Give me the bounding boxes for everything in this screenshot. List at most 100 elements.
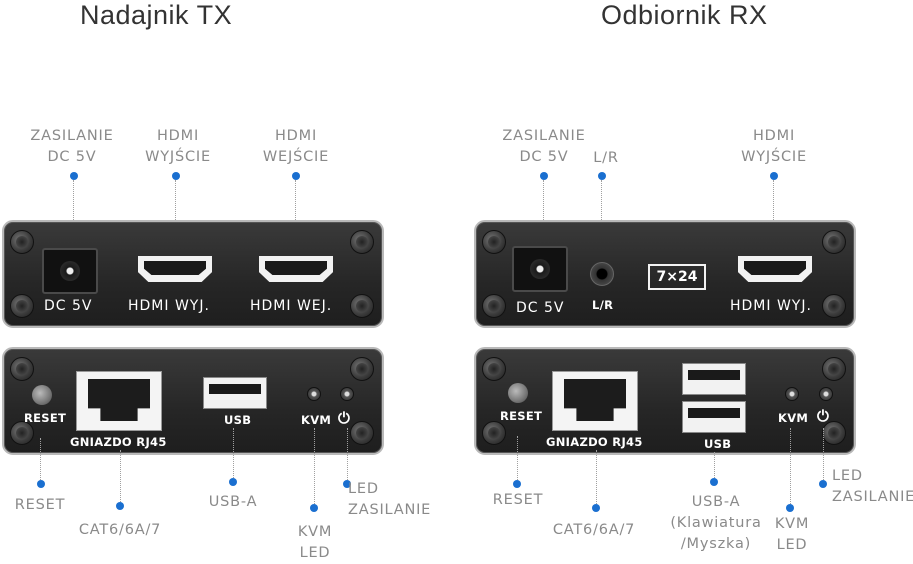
- power-led-icon: [340, 387, 354, 401]
- hdmi-port-icon: [738, 256, 812, 282]
- tx-power-callout: ZASILANIE DC 5V: [30, 128, 114, 165]
- hdmi-port-icon: [259, 256, 333, 282]
- tx-reset-callout: RESET: [14, 497, 66, 513]
- tx-hdmi-out-callout: HDMI WYJŚCIE: [145, 128, 211, 165]
- rx-hdmi-out-leader: [773, 180, 774, 256]
- rx-usb-leader: [714, 452, 715, 480]
- dc-jack-icon: [42, 248, 98, 294]
- rx-kvm-label: KVM: [778, 411, 809, 425]
- tx-usb-label: USB: [224, 413, 252, 427]
- screw-icon: [482, 230, 506, 254]
- rx-title: Odbiornik RX: [601, 0, 768, 30]
- rx-lr-leader: [601, 180, 602, 254]
- rx-front-panel: DC 5V L/R 7×24 HDMI WYJ.: [474, 220, 856, 328]
- screw-icon: [822, 421, 846, 445]
- tx-usb-dot: [229, 478, 237, 486]
- rx-power-leader: [543, 180, 544, 248]
- rx-rj45-label: GNIAZDO RJ45: [546, 435, 643, 449]
- rx-7x24-badge: 7×24: [648, 264, 706, 290]
- tx-reset-label: RESET: [24, 411, 67, 425]
- screw-icon: [10, 294, 34, 318]
- tx-reset-leader: [40, 438, 41, 482]
- screw-icon: [350, 294, 374, 318]
- screw-icon: [10, 230, 34, 254]
- rx-reset-callout: RESET: [492, 492, 544, 508]
- tx-cat-leader: [120, 450, 121, 502]
- power-led-icon: [819, 387, 833, 401]
- rj45-port-icon: [552, 371, 638, 431]
- hdmi-port-icon: [138, 256, 212, 282]
- screw-icon: [822, 294, 846, 318]
- tx-usb-leader: [233, 428, 234, 480]
- rx-lr-callout: L/R: [593, 150, 619, 166]
- rx-reset-dot: [513, 480, 521, 488]
- tx-back-panel: RESET GNIAZDO RJ45 USB KVM ⏻: [2, 347, 384, 455]
- tx-led-dot: [343, 480, 351, 488]
- tx-rj45-label: GNIAZDO RJ45: [70, 435, 167, 449]
- kvm-led-icon: [785, 387, 799, 401]
- screw-icon: [482, 421, 506, 445]
- tx-hdmi-in-label: HDMI WEJ.: [250, 298, 333, 314]
- rx-kvm-leader: [790, 428, 791, 504]
- tx-title: Nadajnik TX: [80, 0, 233, 30]
- tx-kvm-label: KVM: [301, 413, 332, 427]
- reset-button-icon: [508, 383, 528, 403]
- rx-led-dot: [819, 480, 827, 488]
- tx-hdmi-out-label: HDMI WYJ.: [128, 298, 210, 314]
- rx-power-callout: ZASILANIE DC 5V: [502, 128, 586, 165]
- kvm-led-icon: [307, 387, 321, 401]
- tx-kvm-dot: [310, 504, 318, 512]
- dc-jack-icon: [512, 246, 568, 292]
- rx-kvm-dot: [786, 504, 794, 512]
- rx-reset-label: RESET: [500, 409, 543, 423]
- screw-icon: [10, 421, 34, 445]
- tx-led-callout: LED ZASILANIE: [348, 481, 432, 518]
- screw-icon: [350, 357, 374, 381]
- rx-lr-dot: [598, 172, 606, 180]
- tx-kvm-callout: KVM LED: [297, 524, 333, 561]
- tx-led-leader: [347, 428, 348, 480]
- tx-power-dot: [70, 172, 78, 180]
- screw-icon: [10, 357, 34, 381]
- rx-reset-leader: [517, 436, 518, 480]
- tx-dc-label: DC 5V: [44, 298, 93, 314]
- audio-jack-icon: [590, 262, 614, 286]
- rx-hdmi-out-dot: [770, 172, 778, 180]
- tx-hdmi-in-callout: HDMI WEJŚCIE: [262, 128, 330, 165]
- rx-dc-label: DC 5V: [516, 300, 565, 316]
- rx-usb-callout: USB-A (Klawiatura /Myszka): [670, 494, 762, 552]
- tx-front-panel: DC 5V HDMI WYJ. HDMI WEJ.: [2, 220, 384, 328]
- rx-lr-label: L/R: [592, 298, 614, 312]
- tx-reset-dot: [37, 480, 45, 488]
- screw-icon: [822, 230, 846, 254]
- rx-led-leader: [823, 428, 824, 480]
- tx-power-leader: [73, 180, 74, 248]
- rx-usb-label: USB: [704, 437, 732, 451]
- rx-usb-dot: [710, 478, 718, 486]
- rx-hdmi-out-label: HDMI WYJ.: [730, 298, 812, 314]
- usb-port-icon: [682, 401, 746, 433]
- tx-kvm-leader: [314, 428, 315, 504]
- screw-icon: [482, 294, 506, 318]
- screw-icon: [822, 357, 846, 381]
- rx-power-dot: [540, 172, 548, 180]
- rx-cat-leader: [596, 450, 597, 504]
- screw-icon: [482, 357, 506, 381]
- rx-kvm-callout: KVM LED: [774, 516, 810, 553]
- screw-icon: [350, 230, 374, 254]
- tx-cat-dot: [116, 502, 124, 510]
- rx-back-panel: RESET GNIAZDO RJ45 USB KVM ⏻: [474, 347, 856, 455]
- tx-hdmi-out-dot: [172, 172, 180, 180]
- tx-cat-callout: CAT6/6A/7: [78, 522, 162, 538]
- rx-cat-callout: CAT6/6A/7: [552, 522, 636, 538]
- screw-icon: [350, 421, 374, 445]
- rx-led-callout: LED ZASILANIE: [832, 468, 913, 505]
- usb-port-icon: [203, 377, 267, 409]
- tx-hdmi-in-dot: [292, 172, 300, 180]
- reset-button-icon: [32, 385, 52, 405]
- power-symbol-icon: ⏻: [817, 407, 830, 425]
- rj45-port-icon: [76, 371, 162, 431]
- rx-hdmi-out-callout: HDMI WYJŚCIE: [741, 128, 807, 165]
- rx-cat-dot: [592, 504, 600, 512]
- usb-port-icon: [682, 363, 746, 395]
